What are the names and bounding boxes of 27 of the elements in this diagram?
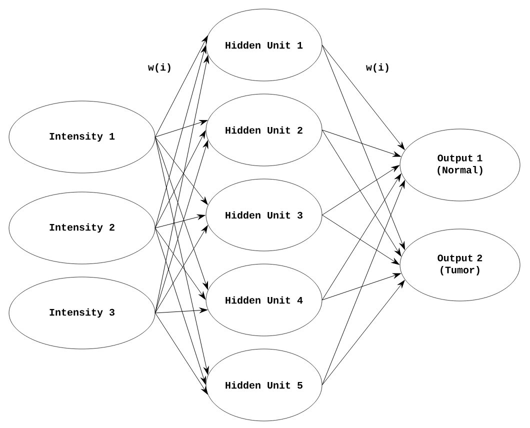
- arrow: [154, 55, 210, 314]
- arrow: [154, 228, 206, 384]
- arrow: [154, 312, 208, 394]
- weight-label: w(i): [148, 63, 170, 73]
- arrow: [154, 130, 206, 228]
- arrow: [322, 44, 405, 150]
- arrow: [154, 308, 208, 314]
- arrow: [154, 136, 209, 375]
- arrow: [154, 225, 208, 314]
- arrow: [154, 228, 206, 300]
- weight-label: w(i): [366, 63, 388, 73]
- arrow: [154, 140, 208, 314]
- arrow: [154, 36, 208, 138]
- arrow: [154, 136, 208, 205]
- arrow: [154, 120, 208, 138]
- arrow: [154, 46, 206, 228]
- arrow: [322, 44, 405, 250]
- arrow: [322, 174, 402, 300]
- arrow: [322, 180, 405, 386]
- arrow: [322, 214, 400, 265]
- arrow: [322, 130, 402, 256]
- arrow: [322, 273, 401, 300]
- arrow: [154, 214, 206, 228]
- arrow: [322, 130, 401, 157]
- arrow: [154, 136, 208, 290]
- arrow: [322, 280, 405, 386]
- arrow: [322, 165, 400, 216]
